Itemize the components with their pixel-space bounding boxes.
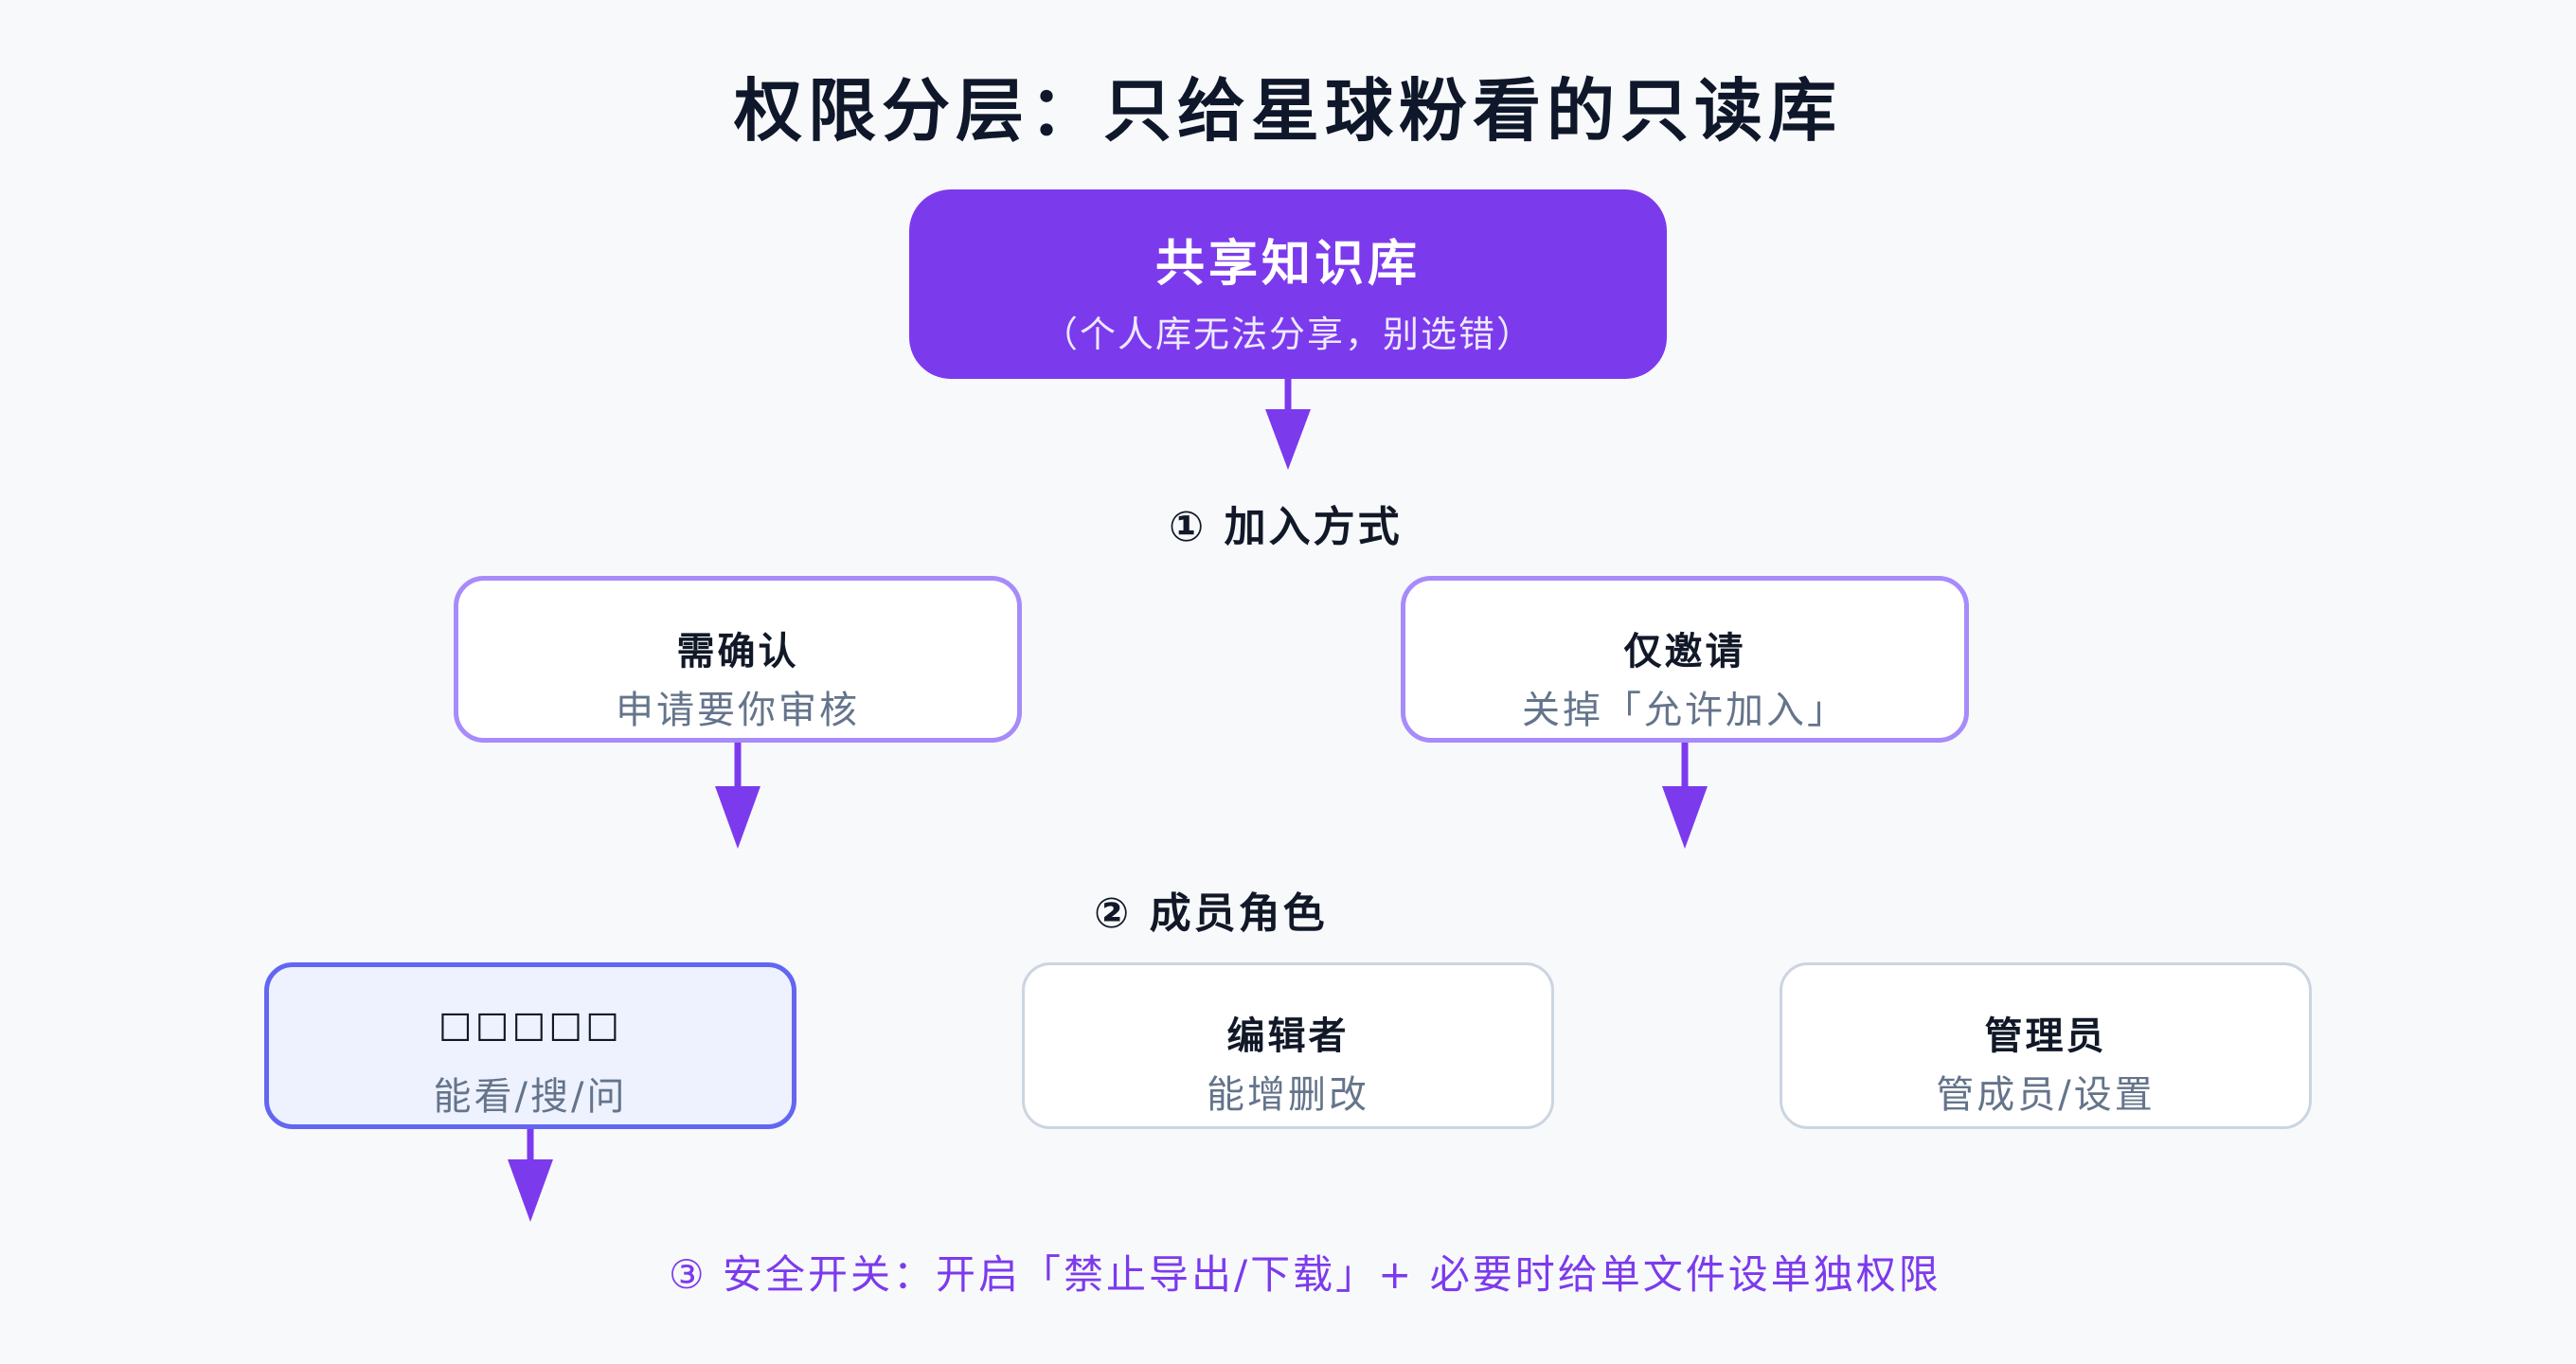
arrow-confirm-to-roles bbox=[715, 743, 760, 849]
role-subtitle: 管成员/设置 bbox=[1936, 1073, 2156, 1117]
arrow-root-to-join bbox=[1265, 379, 1311, 470]
role-subtitle: 能看/搜/问 bbox=[433, 1075, 628, 1119]
page-title: 权限分层：只给星球粉看的只读库 bbox=[733, 71, 1842, 151]
join-option-invite-only: 仅邀请 关掉「允许加入」 bbox=[1401, 576, 1969, 743]
role-title: 管理员 bbox=[1984, 1014, 2107, 1058]
role-editor: 编辑者 能增删改 bbox=[1022, 962, 1554, 1129]
join-option-subtitle: 申请要你审核 bbox=[616, 689, 860, 732]
role-reader: ☐☐☐☐☐ 能看/搜/问 bbox=[264, 962, 796, 1129]
arrow-invite-to-roles bbox=[1662, 743, 1708, 849]
join-option-subtitle: 关掉「允许加入」 bbox=[1522, 689, 1848, 732]
join-option-confirm: 需确认 申请要你审核 bbox=[454, 576, 1022, 743]
root-node-title: 共享知识库 bbox=[1154, 236, 1421, 293]
role-title: ☐☐☐☐☐ bbox=[438, 1007, 623, 1050]
join-option-title: 仅邀请 bbox=[1623, 630, 1746, 673]
shared-knowledge-base-node: 共享知识库 （个人库无法分享，别选错） bbox=[909, 189, 1667, 379]
arrow-reader-to-security bbox=[508, 1129, 553, 1222]
role-admin: 管理员 管成员/设置 bbox=[1780, 962, 2312, 1129]
step-join-label: ① 加入方式 bbox=[1169, 503, 1403, 551]
step-roles-label: ② 成员角色 bbox=[1094, 889, 1328, 938]
role-subtitle: 能增删改 bbox=[1207, 1073, 1369, 1117]
root-node-subtitle: （个人库无法分享，别选错） bbox=[1041, 314, 1534, 355]
join-option-title: 需确认 bbox=[676, 630, 799, 673]
role-title: 编辑者 bbox=[1226, 1014, 1350, 1058]
step-security-label: ③ 安全开关：开启「禁止导出/下载」+ 必要时给单文件设单独权限 bbox=[669, 1251, 1941, 1298]
